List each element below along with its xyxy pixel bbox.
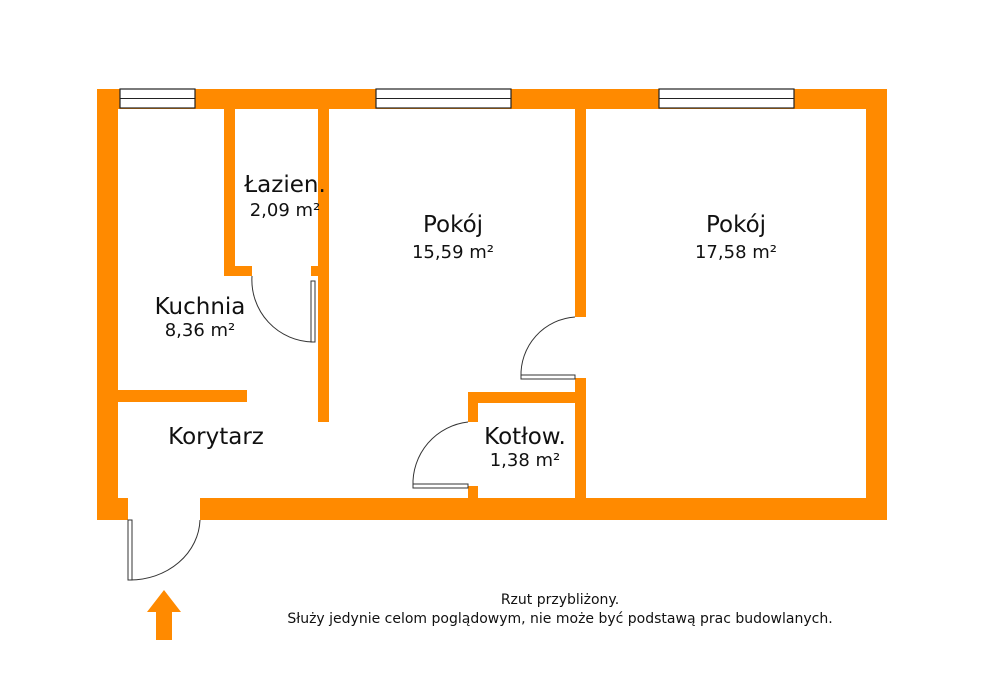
windows bbox=[119, 88, 795, 109]
entrance-arrow-icon bbox=[147, 590, 181, 640]
room-lazienka: Łazien. 2,09 m² bbox=[232, 172, 338, 221]
doors bbox=[127, 275, 576, 581]
room-korytarz: Korytarz bbox=[146, 424, 286, 450]
room-pokoj-2: Pokój 17,58 m² bbox=[666, 212, 806, 263]
room-area: 17,58 m² bbox=[694, 242, 777, 263]
room-area: 15,59 m² bbox=[411, 242, 494, 263]
disclaimer-line-1: Rzut przybliżony. bbox=[500, 592, 620, 608]
room-kuchnia: Kuchnia 8,36 m² bbox=[130, 294, 270, 341]
room-name: Kuchnia bbox=[154, 294, 246, 320]
room-area: 8,36 m² bbox=[164, 320, 236, 341]
disclaimer-line-2: Służy jedynie celom poglądowym, nie może… bbox=[287, 611, 833, 627]
room-pokoj-1: Pokój 15,59 m² bbox=[383, 212, 523, 263]
room-name: Korytarz bbox=[168, 424, 264, 450]
room-name: Pokój bbox=[422, 212, 484, 238]
room-kotlownia: Kotłow. 1,38 m² bbox=[470, 424, 580, 471]
room-name: Kotłow. bbox=[484, 424, 566, 450]
room-area: 2,09 m² bbox=[249, 200, 321, 221]
room-name: Pokój bbox=[705, 212, 767, 238]
room-area: 1,38 m² bbox=[489, 450, 561, 471]
room-name: Łazien. bbox=[244, 172, 326, 198]
